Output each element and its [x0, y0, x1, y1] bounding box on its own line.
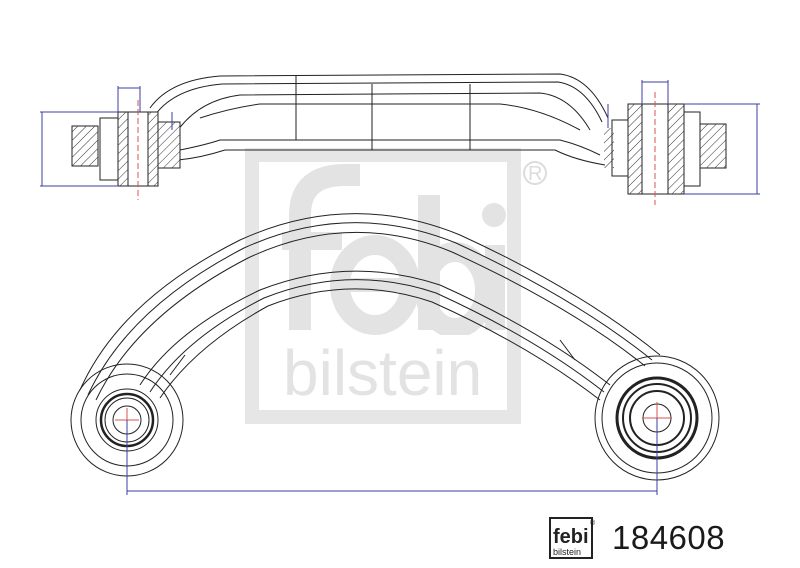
febi-bilstein-watermark: bilstein R — [245, 148, 547, 424]
febi-bilstein-logo: febi bilstein ® — [549, 517, 597, 559]
logo-febi-text: febi — [553, 526, 589, 548]
logo-registered-mark: ® — [590, 519, 596, 527]
logo-bilstein-text: bilstein — [553, 547, 581, 557]
top-view-dimensions — [40, 80, 760, 195]
watermark-registered-mark: R — [528, 163, 542, 185]
watermark-bilstein-text: bilstein — [283, 337, 482, 409]
center-distance-dimension — [126, 418, 658, 495]
bushing-hatching — [72, 104, 726, 194]
part-number: 184608 — [612, 519, 726, 556]
